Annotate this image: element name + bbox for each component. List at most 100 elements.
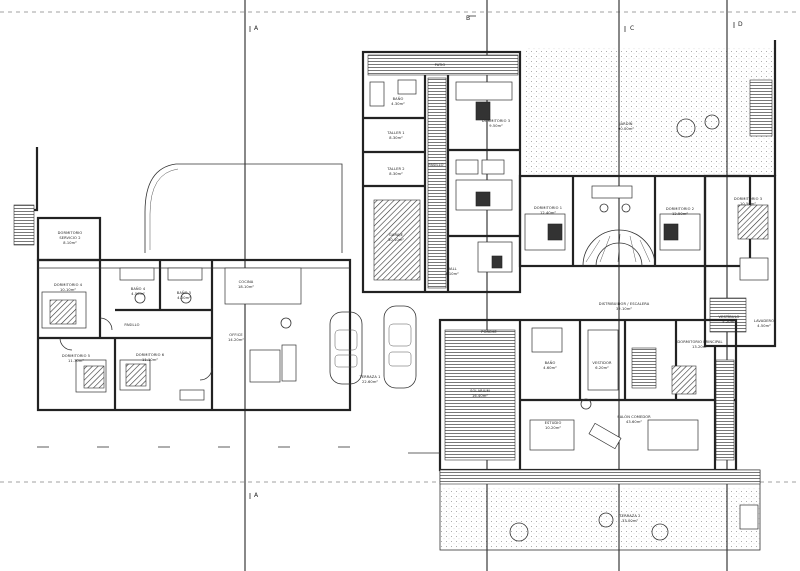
room-label-salon-comedor: SALÓN COMEDOR 43.60m² [617,414,651,424]
room-label-dormitorio-3: DORMITORIO 3 9.50m² [482,119,510,128]
room-name: DORMITORIO 4 [54,283,83,287]
room-area: 12.50m² [672,212,688,216]
room-sub: SERVICIO 2 [59,236,80,240]
room-name: HALL [447,267,457,271]
room-label-dormitorio-w3: DORMITORIO 6 11.10m² [136,353,165,362]
room-label-bano-t: BAÑO 4.30m² [391,96,405,106]
room-name: DORMITORIO 6 [136,353,165,357]
room-label-dormitorio-w2: DORMITORIO 5 11.70m² [62,354,90,363]
room-label-taller-1: TALLER 1 8.30m² [386,131,404,140]
room-area: 33.00m² [622,519,638,523]
room-label-garaje: GARAJE 30.10m² [388,233,404,242]
room-label-estudio: ESTUDIO 10.20m² [545,421,562,430]
room-label-distribuidor: DISTRIBUIDOR / ESCALERA 32.10m² [599,302,650,311]
grid-label-top-4: D [738,21,743,28]
room-area: 10.20m² [545,426,561,430]
room-area: 18.10m² [238,285,254,289]
room-label-dormitorio-1: DORMITORIO 1 12.40m² [534,206,562,215]
room-label-dormitorio-servicio: DORMITORIO SERVICIO 2 8.10m² [58,231,83,245]
east-wing [518,40,777,348]
room-label-pasillo-c: PASILLO [428,163,443,167]
room-label-dormitorio-main: DORMITORIO PRINCIPAL 13.20m² [677,340,722,349]
room-area: 4.50m² [757,324,771,328]
room-label-terraza-1: TERRAZA 1 22.60m² [358,375,380,384]
room-area: 10.10m² [60,288,76,292]
room-labels: DORMITORIO SERVICIO 2 8.10m² DORMITORIO … [54,63,774,523]
room-area: 22.60m² [362,380,378,384]
room-area: 30.10m² [388,238,404,242]
room-area: 13.20m² [692,345,708,349]
room-name: COCINA [239,280,254,284]
room-name: DORMITORIO 3 [734,197,762,201]
room-label-dormitorio-e: DORMITORIO 3 10.50m² [734,197,762,206]
room-area: 12.40m² [540,211,556,215]
room-area: 8.10m² [63,241,77,245]
room-area: 32.10m² [616,307,632,311]
room-area: 11.70m² [68,359,84,363]
room-name: LAVADERO [754,319,774,323]
room-name: BAÑO 5 [177,290,191,295]
room-label-bano-4: BAÑO 4 4.50m² [131,286,146,296]
room-name: TALLER 1 [386,131,404,135]
cars [329,305,417,389]
room-area: 8.30m² [389,172,403,176]
room-area: 43.60m² [626,420,642,424]
room-label-porche: PORCHE [481,330,497,334]
garden-texture [440,48,775,548]
swimming-pool [144,163,343,253]
room-label-taller-2: TALLER 2 8.30m² [386,167,404,176]
west-wing [13,147,352,412]
room-name: DORMITORIO 3 [482,119,510,123]
room-label-lavadero: LAVADERO 4.50m² [754,319,774,328]
room-name: PASILLO [428,163,443,167]
room-area: 4.60m² [543,366,557,370]
room-name: PASILLO [124,323,139,327]
room-area: 10.50m² [740,202,756,206]
room-label-cocina: COCINA 18.10m² [238,280,254,289]
room-name: DORMITORIO 5 [62,354,90,358]
room-name: VESTÍBULO [719,314,740,319]
room-area: 4.00m² [177,296,191,300]
room-area: 5.20m² [722,320,736,324]
room-label-jardin: JARDÍN 90.00m² [618,121,634,131]
central-wing [361,50,522,294]
room-area: 14.20m² [228,338,244,342]
room-name: JARDÍN [618,121,632,126]
room-name: SALÓN COMEDOR [617,414,651,419]
room-label-solarium: SOLARIUM 16.40m² [470,389,490,398]
room-label-vestibulo: VESTÍBULO 5.20m² [719,314,740,324]
grid-labels: A B C D A [249,15,743,499]
room-label-pasillo-w: PASILLO [124,323,139,327]
terrace [439,114,761,551]
room-area: 16.40m² [472,394,488,398]
room-name: PATIO [435,63,446,67]
room-label-terraza-2: TERRAZA 2 33.00m² [618,514,640,523]
room-name: SOLARIUM [470,389,490,393]
room-label-bano-5: BAÑO 5 4.00m² [177,290,191,300]
room-area: 4.30m² [391,102,405,106]
room-name: DORMITORIO 2 [666,207,694,211]
room-name: TERRAZA 1 [358,375,380,379]
room-name: ESTUDIO [545,421,562,425]
room-label-bano-sw: BAÑO 4.60m² [543,360,557,370]
room-name: DORMITORIO PRINCIPAL [677,340,722,344]
room-label-patio-top: PATIO [435,63,446,67]
room-name: VESTIDOR [592,361,612,365]
grid-label-top-1: A [254,25,259,32]
room-name: BAÑO 4 [131,286,146,291]
room-area: 6.20m² [595,366,609,370]
room-name: TALLER 2 [386,167,404,171]
room-label-hall: HALL 4.10m² [445,267,459,276]
grid-label-top-3: C [630,25,634,32]
room-name: DORMITORIO 1 [534,206,562,210]
grid-label-bottom-1: A [254,492,259,499]
room-label-vestidor: VESTIDOR 6.20m² [592,361,612,370]
room-area: 8.30m² [389,136,403,140]
room-name: DORMITORIO [58,231,83,235]
grid-label-top-2: B [466,15,470,22]
room-area: 4.50m² [131,292,145,296]
room-label-office: OFFICE 14.20m² [228,333,244,342]
room-name: OFFICE [229,333,243,337]
site-marks [37,446,440,454]
